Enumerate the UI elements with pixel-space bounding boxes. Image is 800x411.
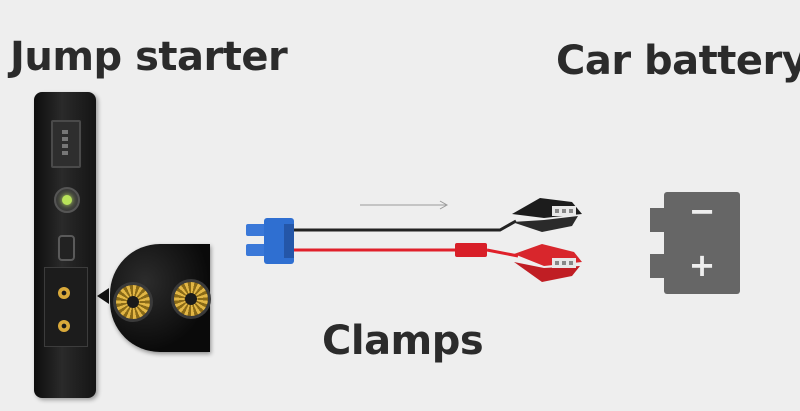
power-button-icon [54, 187, 80, 213]
jump-starter-label: Jump starter [10, 34, 288, 80]
micro-usb-port-icon [58, 235, 75, 261]
battery-positive-symbol: + [688, 246, 716, 284]
zoomed-pin-icon [116, 285, 150, 319]
arrow-right-icon [360, 200, 449, 210]
battery-negative-symbol: − [688, 192, 716, 230]
output-pin-icon [58, 320, 70, 332]
black-clamp-icon [512, 198, 582, 232]
ec5-connector-icon [246, 218, 294, 264]
car-battery-icon [650, 192, 740, 294]
clamps-label: Clamps [322, 318, 484, 364]
red-cable [292, 248, 519, 258]
red-clamp-icon [514, 244, 582, 282]
car-battery-label: Car battery [556, 38, 800, 84]
usb-port-icon [51, 120, 81, 168]
callout-pointer-icon [97, 288, 109, 304]
output-pin-icon [58, 287, 70, 299]
zoomed-pin-icon [174, 282, 208, 316]
jump-starter-device [34, 92, 96, 398]
clamp-port-panel [44, 267, 88, 347]
fuse-holder [455, 243, 487, 257]
black-cable [292, 219, 517, 232]
